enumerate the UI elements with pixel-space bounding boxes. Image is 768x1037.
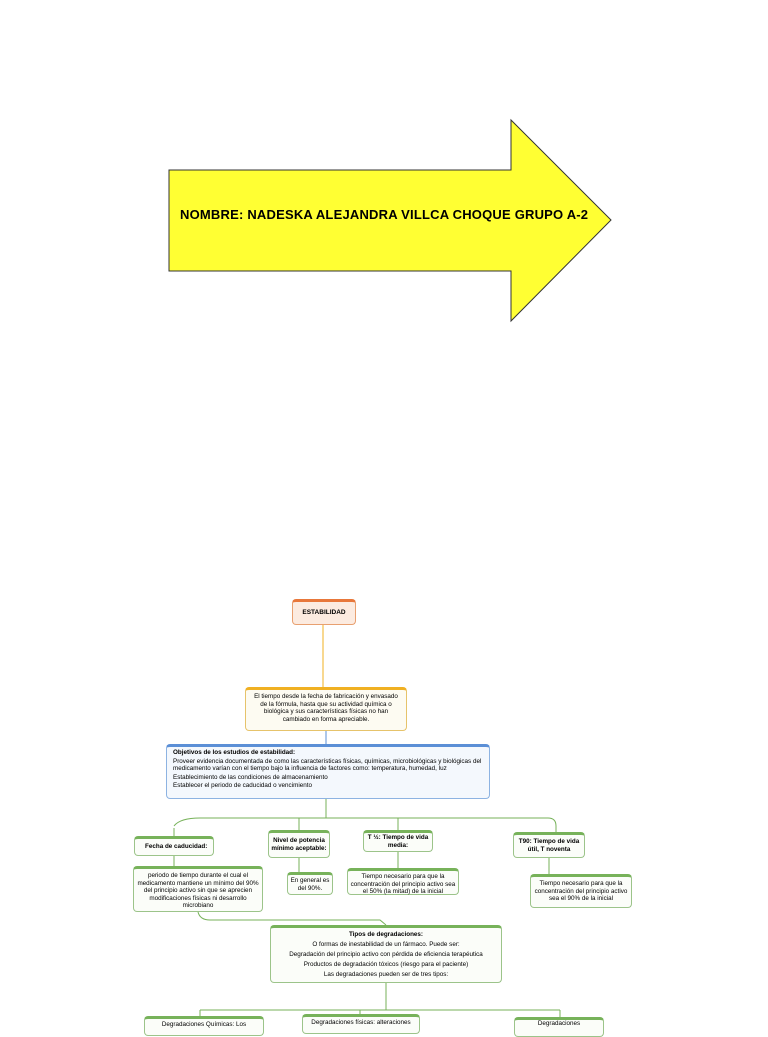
degradation-third-node: Degradaciones: [514, 1017, 604, 1037]
concept-t-half: T ½: Tiempo de vida media:: [363, 830, 433, 852]
objective-item: Establecer el periodo de caducidad o ven…: [173, 782, 312, 790]
name-arrow-shape: [168, 118, 612, 323]
degradation-line: Productos de degradación tóxicos (riesgo…: [303, 961, 469, 968]
degradation-line: Las degradaciones pueden ser de tres tip…: [323, 971, 449, 978]
student-name-label: NOMBRE: NADESKA ALEJANDRA VILLCA CHOQUE …: [180, 207, 589, 222]
detail-t-half: Tiempo necesario para que la concentraci…: [347, 868, 459, 895]
degradation-line: Degradación del principio activo con pér…: [289, 951, 483, 958]
degradation-types-node: Tipos de degradaciones: O formas de ines…: [270, 925, 502, 983]
definition-node: El tiempo desde la fecha de fabricación …: [245, 687, 407, 731]
degradation-line: O formas de inestabilidad de un fármaco.…: [312, 941, 460, 948]
concept-fecha-caducidad: Fecha de caducidad:: [134, 836, 214, 856]
concept-t90: T90: Tiempo de vida útil, T noventa: [513, 832, 585, 858]
degradation-title: Tipos de degradaciones:: [348, 931, 424, 938]
objective-item: Establecimiento de las condiciones de al…: [173, 773, 328, 781]
detail-nivel-potencia: En general es del 90%.: [287, 872, 333, 895]
degradation-physical-node: Degradaciones físicas: alteraciones: [302, 1014, 420, 1034]
concept-nivel-potencia: Nivel de potencia mínimo aceptable:: [268, 830, 330, 858]
detail-fecha-caducidad: periodo de tiempo durante el cual el med…: [133, 866, 263, 912]
root-node-estabilidad: ESTABILIDAD: [292, 599, 356, 625]
objective-item: Proveer evidencia documentada de como la…: [173, 757, 482, 773]
detail-t90: Tiempo necesario para que la concentraci…: [530, 874, 632, 908]
objectives-title: Objetivos de los estudios de estabilidad…: [173, 749, 296, 756]
degradation-chemical-node: Degradaciones Químicas: Los: [144, 1016, 264, 1036]
objectives-node: Objetivos de los estudios de estabilidad…: [166, 744, 490, 799]
